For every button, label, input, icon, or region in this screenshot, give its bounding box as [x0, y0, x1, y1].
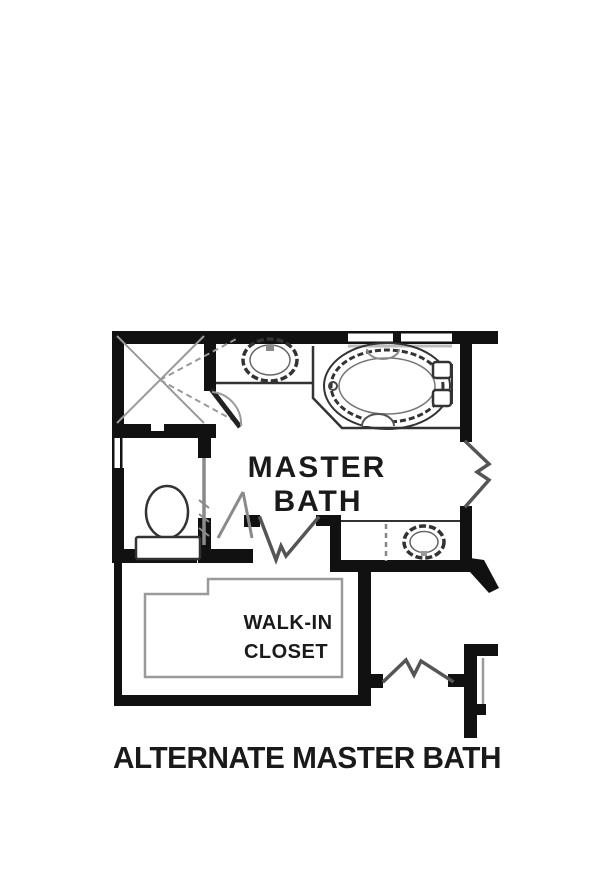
shower-right-wall [204, 331, 216, 391]
master-bath-label-line2: BATH [273, 485, 362, 518]
closet-right-wall [358, 563, 371, 706]
shower-wall-notch [151, 424, 164, 431]
closet-left-wall [114, 563, 122, 706]
top-wall [112, 331, 348, 344]
tub-faucet-icon [431, 360, 453, 408]
doorway-stub-left [360, 674, 383, 688]
tub-ledge-bottom [361, 413, 395, 427]
closet-label-line1: WALK-IN [243, 612, 332, 634]
master-bath-label-line1: MASTER [248, 451, 387, 484]
tub-drain [328, 381, 338, 391]
closet-top-wall-right [207, 549, 253, 563]
toilet-wall-stub-upper [198, 424, 211, 458]
toilet-door-icon [198, 458, 210, 545]
closet-label-line2: CLOSET [244, 641, 328, 663]
wall-jog [470, 558, 499, 593]
vanity-right [341, 520, 460, 561]
closet-shelf-outline [143, 577, 344, 679]
corner-shower-icon [116, 335, 243, 429]
vanity-top [216, 337, 313, 385]
vanity2-left-wall [330, 515, 341, 567]
doorway-stub-right [448, 674, 468, 687]
opening-stub-right [316, 515, 334, 526]
window-left [112, 428, 123, 468]
shower-glass-door [209, 387, 242, 429]
toilet-icon [134, 484, 202, 561]
bifold-door-icon [216, 491, 254, 539]
right-wall-lower [460, 506, 472, 568]
top-wall-right [452, 331, 498, 344]
tub-ledge-top [366, 348, 400, 360]
window-top [348, 331, 452, 348]
vanity2-bottom-wall [330, 560, 472, 572]
vanity-sink-right-icon [402, 524, 446, 560]
shower-door-swing [211, 391, 243, 427]
wall-break-entry-icon [381, 657, 455, 684]
cased-opening-break-icon [257, 515, 321, 566]
wall-break-right-icon [463, 439, 492, 509]
left-wall-lower [112, 468, 124, 563]
right-wall-upper [460, 338, 472, 442]
plan-title: ALTERNATE MASTER BATH [113, 740, 501, 775]
walls [112, 331, 499, 738]
tub-platform [311, 342, 460, 430]
vanity-sink-top-icon [241, 337, 299, 383]
tub-icon [323, 342, 453, 430]
bottom-right-wall [464, 644, 498, 738]
closet-bottom-wall [114, 695, 367, 706]
left-wall-upper [112, 331, 124, 428]
